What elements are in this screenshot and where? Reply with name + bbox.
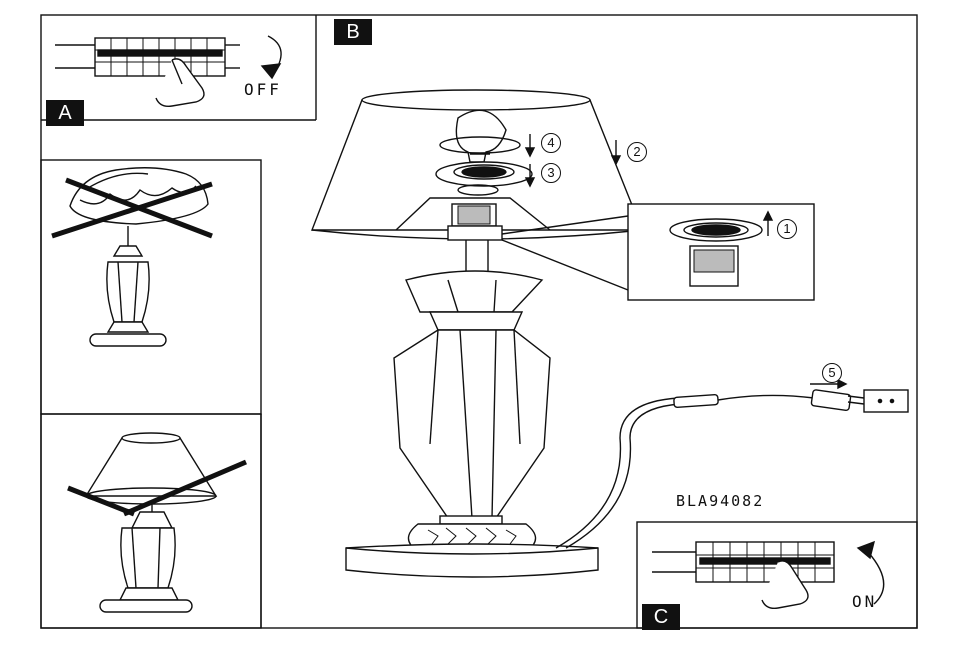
switch-on-text: ON xyxy=(852,592,878,611)
step-4-marker: 4 xyxy=(541,133,561,153)
step-1-marker: 1 xyxy=(777,219,797,239)
step-5-marker: 5 xyxy=(822,363,842,383)
switch-off-text: OFF xyxy=(244,80,282,99)
panel-a-label: A xyxy=(46,100,84,126)
breaker-on-illustration xyxy=(652,540,885,610)
table-lamp-main-drawing xyxy=(310,89,909,578)
breaker-off-illustration xyxy=(55,35,282,108)
panel-b-label: B xyxy=(334,19,372,45)
lamp-without-shade-drawing xyxy=(51,167,213,347)
model-code: BLA94082 xyxy=(676,492,765,510)
step-3-marker: 3 xyxy=(541,163,561,183)
lamp-with-shade-crossed-drawing xyxy=(67,432,247,613)
panel-c-frame xyxy=(636,521,918,629)
step-2-marker: 2 xyxy=(627,142,647,162)
panel-c-label: C xyxy=(642,604,680,630)
